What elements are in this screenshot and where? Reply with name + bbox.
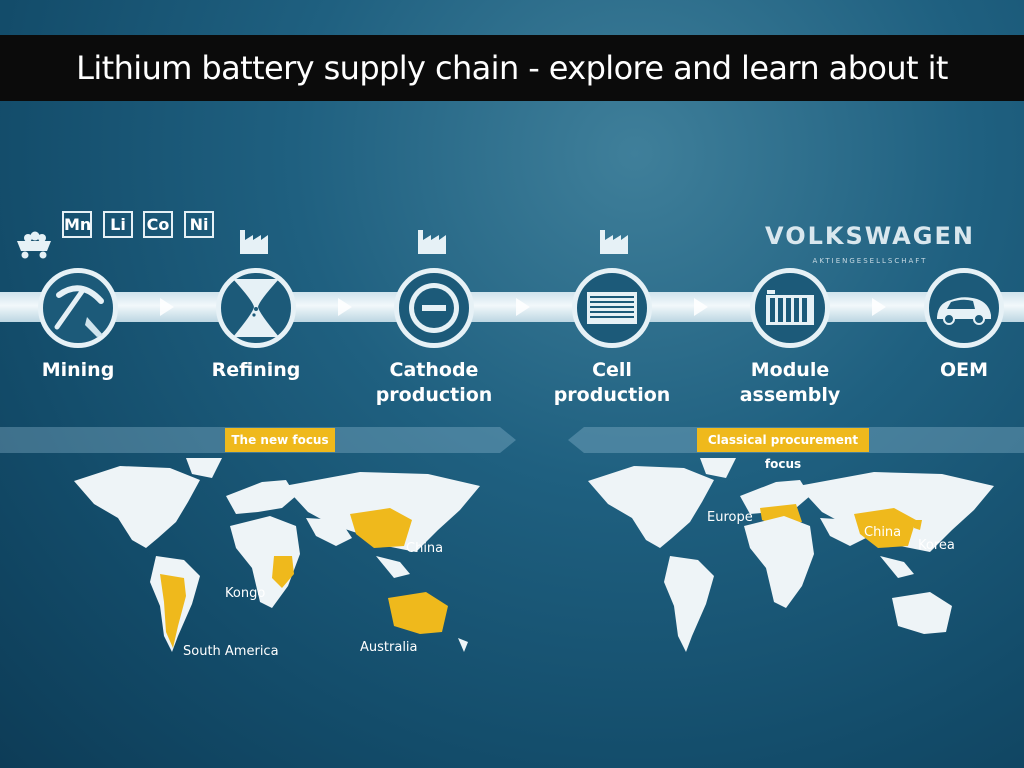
band-arrow-icon: [500, 427, 516, 453]
stage-mining: [38, 268, 118, 348]
pickaxe-icon: [54, 285, 104, 337]
element-box-mn: Mn: [62, 211, 92, 238]
element-box-co: Co: [143, 211, 173, 238]
cell-stack-icon: [587, 292, 637, 324]
stage-label-cathode: Cathode production: [375, 359, 493, 406]
flow-arrow-icon: [516, 298, 530, 316]
stage-module: [750, 268, 830, 348]
map-label-australia: Australia: [360, 640, 418, 655]
stage-label-oem: OEM: [939, 359, 989, 381]
classical-focus-tag: Classical procurement focus: [697, 428, 869, 471]
new-focus-tag: The new focus: [225, 428, 335, 452]
factory-icon: [418, 230, 446, 254]
brand-logo: VOLKSWAGEN: [765, 222, 975, 250]
title-bar: Lithium battery supply chain - explore a…: [0, 35, 1024, 101]
car-icon: [937, 297, 991, 325]
stage-oem: [924, 268, 1004, 348]
stage-label-mining: Mining: [41, 359, 115, 381]
flow-arrow-icon: [160, 298, 174, 316]
minus-cathode-icon: [409, 283, 459, 333]
stage-label-module: Module assembly: [739, 359, 841, 406]
brand-subtitle: AKTIENGESELLSCHAFT: [812, 257, 928, 265]
world-map-left: [74, 458, 480, 652]
flow-arrow-icon: [694, 298, 708, 316]
flow-arrow-icon: [338, 298, 352, 316]
band-arrow-icon: [568, 427, 584, 453]
element-box-li: Li: [103, 211, 133, 238]
element-box-ni: Ni: [184, 211, 214, 238]
factory-icon: [240, 230, 268, 254]
mining-cart-icon: [17, 231, 51, 259]
stage-cell: [572, 268, 652, 348]
factory-icon: [600, 230, 628, 254]
map-label-south-america: South America: [183, 644, 279, 659]
world-map-right: [588, 458, 994, 652]
supply-chain-pipeline: [0, 292, 1024, 322]
map-label-korea: Korea: [918, 538, 955, 553]
map-label-kongo: Kongo: [225, 586, 266, 601]
stage-cathode: [394, 268, 474, 348]
map-label-europe: Europe: [707, 510, 753, 525]
flow-arrow-icon: [872, 298, 886, 316]
stage-refining: [216, 268, 296, 348]
stage-label-cell: Cell production: [553, 359, 671, 406]
funnel-icon: [233, 279, 279, 337]
map-label-china-right: China: [864, 525, 902, 540]
page-title: Lithium battery supply chain - explore a…: [76, 49, 948, 87]
map-label-china-left: China: [406, 541, 444, 556]
module-icon: [766, 290, 814, 325]
stage-label-refining: Refining: [211, 359, 301, 381]
